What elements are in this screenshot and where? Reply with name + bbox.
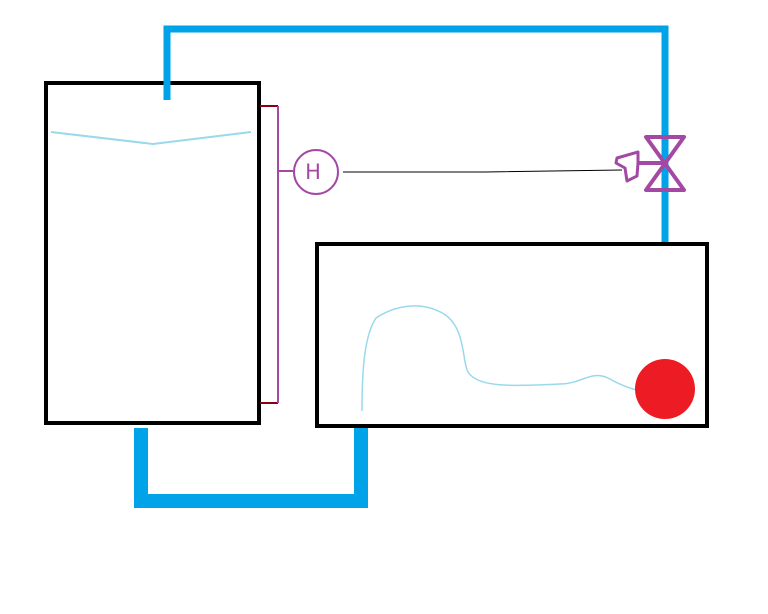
bottom-pipe xyxy=(134,428,368,508)
valve-actuator-icon xyxy=(614,150,640,183)
supply-pipe xyxy=(163,25,669,368)
gauge-label: H xyxy=(305,160,321,184)
tank-liquid-surface xyxy=(50,131,252,146)
basin-water-curve xyxy=(361,305,647,412)
bowtie-valve-icon xyxy=(644,135,686,192)
level-bracket xyxy=(260,105,278,404)
signal-line xyxy=(343,169,623,173)
pump xyxy=(635,359,695,419)
storage-tank xyxy=(44,81,261,425)
control-valve xyxy=(614,135,686,192)
circle-gauge-icon xyxy=(293,149,339,195)
level-gauge: H xyxy=(293,149,339,195)
